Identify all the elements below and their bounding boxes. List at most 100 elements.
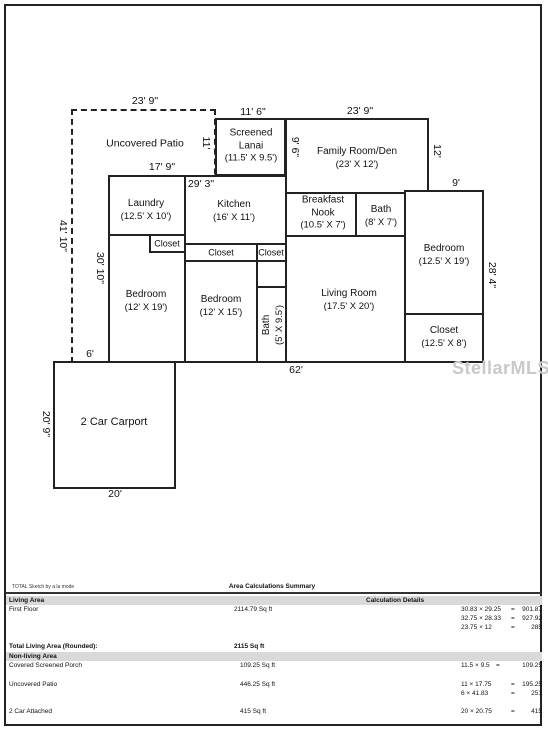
living-room-name: Living Room (321, 287, 377, 299)
carport-sum-label: 2 Car Attached (9, 708, 52, 715)
bedroom-left-label: Bedroom (12' X 19') (125, 289, 168, 313)
dim-house-right: 28' 4" (486, 261, 498, 289)
screened-lanai-name-2: Lanai (238, 140, 264, 152)
bath-vertical-label: Bath (5' X 9.5') (261, 305, 285, 345)
family-room (285, 118, 429, 194)
patio-area: 446.25 Sq ft (240, 681, 276, 688)
first-floor-label: First Floor (9, 606, 39, 613)
dim-house-bottom: 62' (289, 364, 303, 376)
breakfast-nook-label: Breakfast Nook (10.5' X 7') (300, 195, 345, 232)
closet-right (404, 313, 484, 363)
dim-right-top: 9' (452, 177, 460, 189)
living-room-dims: (17.5' X 20') (323, 300, 375, 312)
bath-top-name: Bath (370, 203, 392, 215)
bedroom-left-dims: (12' X 19') (124, 301, 168, 313)
patio-eq-1: = (511, 681, 515, 688)
dim-carport-side: 20' 9" (40, 410, 52, 438)
bath-top-label: Bath (8' X 7') (365, 204, 397, 228)
bath-vertical-name: Bath (260, 314, 272, 336)
nonliving-heading: Non-living Area (9, 653, 57, 660)
porch-val: 109.25 (522, 662, 542, 669)
calc-3-val: 285 (531, 624, 542, 631)
porch-label: Covered Screened Porch (9, 662, 82, 669)
living-room (285, 235, 406, 363)
screened-lanai-name-1: Screened (229, 127, 273, 139)
living-area-header-bar (6, 596, 542, 605)
breakfast-nook-name-1: Breakfast (301, 194, 345, 206)
family-room-name: Family Room/Den (316, 145, 398, 157)
calc-2-expr: 32.75 × 28.33 (461, 615, 501, 622)
bedroom-middle-dims: (12' X 15') (199, 306, 243, 318)
bedroom-right-name: Bedroom (423, 242, 465, 254)
bedroom-middle-name: Bedroom (200, 293, 242, 305)
patio-expr-2: 6 × 41.83 (461, 690, 489, 697)
calc-1-expr: 30.83 × 29.25 (461, 606, 501, 613)
kitchen-label: Kitchen (16' X 11') (213, 199, 255, 223)
patio-expr-1: 11 × 17.75 (461, 681, 492, 688)
living-room-label: Living Room (17.5' X 20') (321, 288, 377, 312)
dim-lanai-side: 11' (200, 136, 212, 150)
screened-lanai-dims: (11.5' X 9.5') (224, 152, 278, 164)
kitchen-name: Kitchen (217, 198, 251, 210)
kitchen-room (184, 175, 287, 245)
dim-carport-bottom: 20' (108, 488, 122, 500)
bath-room-top (355, 192, 406, 237)
dim-lanai-top: 11' 6" (240, 106, 266, 118)
watermark: StellarMLS (452, 358, 548, 378)
bedroom-right-label: Bedroom (12.5' X 19') (419, 243, 470, 267)
calc-2-val: 927.92 (522, 615, 542, 622)
dim-patio-side: 41' 10" (57, 219, 69, 253)
breakfast-nook-room (285, 192, 357, 237)
carport-sum-eq: = (511, 708, 515, 715)
carport (53, 361, 176, 489)
patio-val-1: 195.25 (522, 681, 542, 688)
dim-family-right: 12' (431, 144, 443, 158)
dim-family-left: 9' 6" (289, 136, 301, 158)
laundry-dims: (12.5' X 10') (120, 210, 172, 222)
calc-2-eq: = (511, 615, 515, 622)
closet-right-dims: (12.5' X 8') (421, 337, 467, 349)
patio-eq-2: = (511, 690, 515, 697)
patio-label: Uncovered Patio (9, 681, 58, 688)
bath-top-dims: (8' X 7') (364, 216, 398, 228)
closet-kitchen-right (256, 243, 287, 262)
closet-kitchen-left-label: Closet (208, 247, 234, 258)
laundry-label: Laundry (12.5' X 10') (121, 198, 172, 222)
calc-1-val: 901.87 (522, 606, 542, 613)
dim-laundry-top: 17' 9" (148, 161, 176, 173)
dim-patio-bottom: 6' (86, 348, 94, 360)
carport-label: 2 Car Carport (80, 416, 148, 429)
closet-laundry-label: Closet (154, 238, 180, 249)
first-floor-area: 2114.79 Sq ft (234, 606, 273, 613)
dim-patio-top: 23' 9" (131, 95, 159, 107)
bath-vertical-dims: (5' X 9.5') (273, 304, 285, 346)
family-room-label: Family Room/Den (23' X 12') (317, 146, 397, 170)
carport-sum-expr: 20 × 20.75 (461, 708, 492, 715)
total-living-value: 2115 Sq ft (234, 643, 265, 650)
calc-1-eq: = (511, 606, 515, 613)
porch-eq: = (496, 662, 500, 669)
bedroom-left-name: Bedroom (125, 288, 167, 300)
closet-right-name: Closet (429, 324, 459, 336)
bath-room-vertical (256, 286, 287, 363)
carport-sum-val: 415 (531, 708, 542, 715)
summary-title: Area Calculations Summary (228, 583, 316, 590)
sketch-note: TOTAL Sketch by a la mode (12, 584, 75, 590)
laundry-name: Laundry (127, 197, 165, 209)
bedroom-right (404, 190, 484, 315)
summary-rule (6, 592, 542, 594)
porch-expr: 11.5 × 9.5 (461, 662, 490, 669)
dim-family-top: 23' 9" (346, 105, 374, 117)
screened-lanai-label: Screened Lanai (11.5' X 9.5') (225, 128, 278, 165)
porch-area: 109.25 Sq ft (240, 662, 276, 669)
closet-kitchen-right-label: Closet (258, 247, 284, 258)
living-area-heading: Living Area (9, 597, 45, 604)
bedroom-right-dims: (12.5' X 19') (418, 255, 470, 267)
carport-sum-area: 415 Sq ft (240, 708, 267, 715)
document-frame (4, 4, 542, 726)
dim-house-left: 30' 10" (94, 251, 106, 285)
kitchen-dims: (16' X 11') (213, 211, 255, 223)
calc-3-expr: 23.75 × 12 (461, 624, 492, 631)
nonliving-header-bar (6, 652, 542, 661)
